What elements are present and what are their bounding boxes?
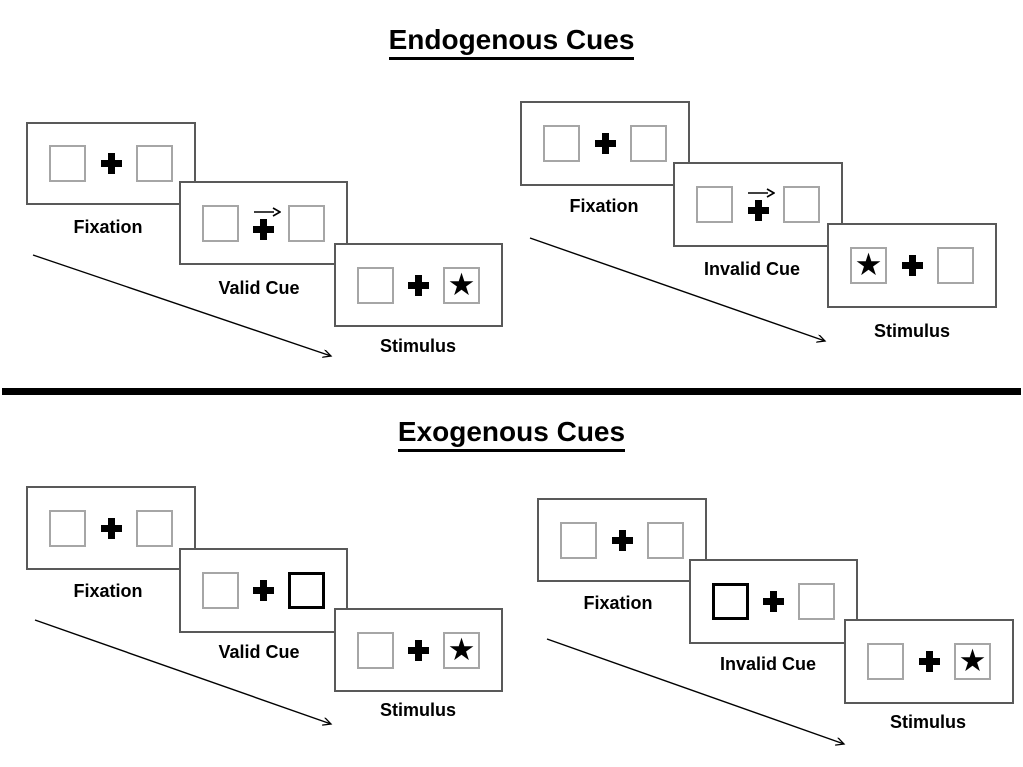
- right-placeholder-box: [647, 521, 684, 559]
- fixation-screen-card: [26, 486, 196, 570]
- fixation-cross-icon: [100, 153, 122, 174]
- left-placeholder-box: [202, 572, 239, 609]
- fixation-cross-icon: [763, 591, 784, 612]
- valid-cue-screen-card: [179, 548, 348, 633]
- cue-label: Invalid Cue: [703, 259, 801, 279]
- stimulus-label: Stimulus: [889, 712, 967, 732]
- timeline-arrow-icon: [546, 638, 858, 756]
- section-divider: [2, 388, 1021, 395]
- fixation-cross-icon: [100, 517, 122, 539]
- stimulus-label: Stimulus: [873, 321, 951, 341]
- left-placeholder-box: [357, 266, 394, 304]
- left-placeholder-box: [867, 643, 904, 680]
- fixation-cross-icon: [253, 580, 274, 601]
- invalid-cue-screen-card: [673, 162, 843, 247]
- section-title-exogenous: Exogenous Cues: [0, 416, 1023, 452]
- fixation-label: Fixation: [583, 593, 653, 613]
- left-highlighted-cue-box: [712, 583, 749, 620]
- fixation-label: Fixation: [73, 581, 143, 601]
- right-placeholder-box: [288, 204, 325, 242]
- timeline-arrow-icon: [34, 619, 344, 735]
- timeline-arrow-icon: [32, 254, 344, 368]
- fixation-cross-icon: [594, 133, 616, 154]
- right-placeholder-box: [136, 509, 173, 547]
- fixation-cross-icon: [747, 200, 769, 221]
- cue-label: Valid Cue: [218, 278, 300, 298]
- right-placeholder-box: [630, 125, 667, 162]
- stimulus-label: Stimulus: [379, 700, 457, 720]
- stimulus-label: Stimulus: [379, 336, 457, 356]
- left-placeholder-box: [49, 145, 86, 182]
- star-stimulus-icon: ★: [447, 631, 476, 667]
- timeline-arrow-icon: [529, 237, 839, 351]
- star-stimulus-icon: ★: [447, 266, 476, 302]
- section-title-endogenous: Endogenous Cues: [0, 24, 1023, 60]
- left-placeholder-box: [49, 509, 86, 547]
- right-target-box: ★: [954, 643, 991, 680]
- stimulus-screen-card: ★: [844, 619, 1014, 704]
- fixation-cross-icon: [253, 218, 274, 240]
- star-stimulus-icon: ★: [854, 247, 883, 282]
- left-placeholder-box: [543, 125, 580, 162]
- fixation-screen-card: [26, 122, 196, 205]
- cue-arrow-icon: [253, 206, 281, 217]
- star-stimulus-icon: ★: [958, 643, 987, 678]
- left-placeholder-box: [202, 204, 239, 242]
- fixation-screen-card: [520, 101, 690, 186]
- fixation-cross-icon: [408, 639, 429, 661]
- right-placeholder-box: [798, 583, 835, 620]
- stimulus-screen-card: ★: [827, 223, 997, 308]
- cue-label: Invalid Cue: [719, 654, 817, 674]
- left-placeholder-box: [696, 186, 733, 223]
- fixation-cross-icon: [408, 274, 429, 296]
- right-placeholder-box: [136, 145, 173, 182]
- left-placeholder-box: [560, 521, 597, 559]
- left-target-box: ★: [850, 247, 887, 284]
- stimulus-screen-card: ★: [334, 608, 503, 692]
- right-placeholder-box: [783, 186, 820, 223]
- invalid-cue-screen-card: [689, 559, 858, 644]
- cue-label: Valid Cue: [218, 642, 300, 662]
- right-target-box: ★: [443, 266, 480, 304]
- fixation-screen-card: [537, 498, 707, 582]
- fixation-cross-icon: [918, 651, 940, 672]
- fixation-label: Fixation: [73, 217, 143, 237]
- right-placeholder-box: [937, 247, 974, 284]
- cue-arrow-icon: [748, 188, 775, 198]
- fixation-cross-icon: [901, 255, 923, 276]
- fixation-cross-icon: [611, 529, 633, 551]
- stimulus-screen-card: ★: [334, 243, 503, 327]
- valid-cue-screen-card: [179, 181, 348, 265]
- right-target-box: ★: [443, 631, 480, 669]
- right-highlighted-cue-box: [288, 572, 325, 609]
- fixation-label: Fixation: [569, 196, 639, 216]
- left-placeholder-box: [357, 631, 394, 669]
